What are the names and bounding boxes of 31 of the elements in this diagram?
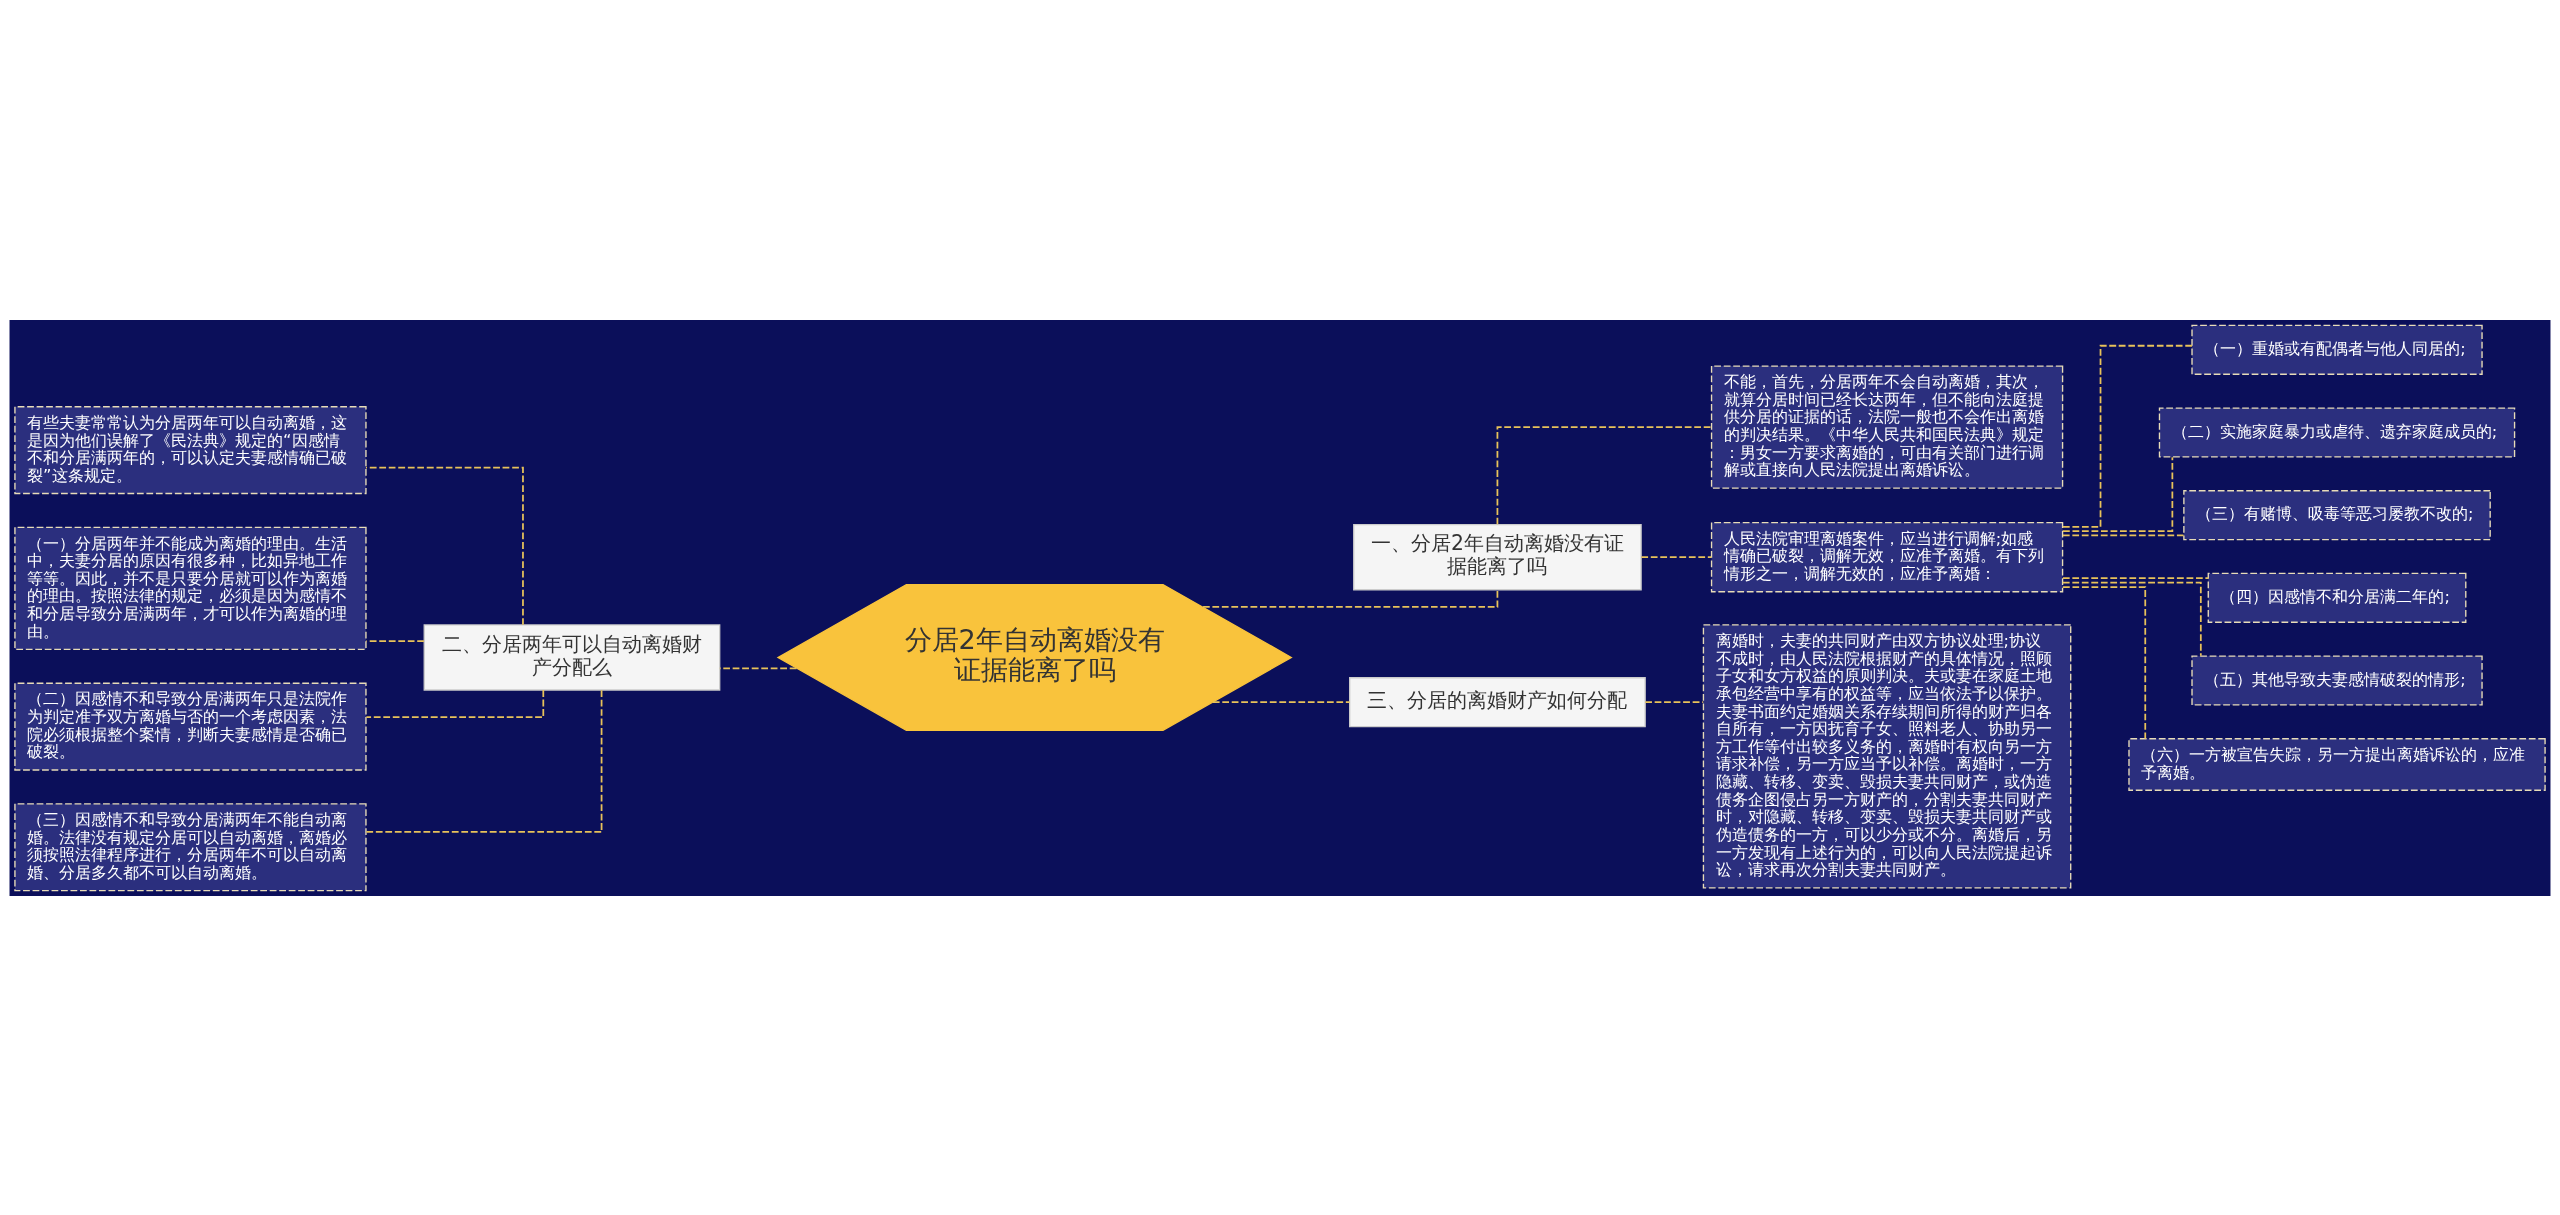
- connector: [2062, 456, 2174, 532]
- connector: [365, 688, 603, 833]
- connector: [1644, 700, 1705, 703]
- connector: [365, 466, 524, 626]
- connector: [1202, 588, 1499, 608]
- node-box: （四）因感情不和分居满二年的;: [2207, 572, 2467, 623]
- connector: [1640, 555, 1713, 558]
- node-box: 一、分居2年自动离婚没有证据能离了吗: [1353, 523, 1642, 590]
- node-box: 人民法院审理离婚案件，应当进行调解;如感情确已破裂，调解无效，应准予离婚。有下列情形之一，调解无效的，应准予离婚：: [1710, 521, 2064, 592]
- connector: [2062, 344, 2193, 528]
- node-box: （三）有赌博、吸毒等恶习屡教不改的;: [2183, 489, 2491, 540]
- node-box: （六）一方被宣告失踪，另一方提出离婚诉讼的，应准予离婚。: [2128, 737, 2546, 791]
- connector: [1496, 425, 1712, 525]
- connector: [365, 639, 425, 642]
- connector: [2061, 581, 2202, 657]
- connector: [2062, 576, 2210, 579]
- node-box: （二）实施家庭暴力或虐待、遗弃家庭成员的;: [2158, 406, 2516, 458]
- connector: [718, 666, 798, 669]
- node-box: （三）因感情不和导致分居满两年不能自动离婚。法律没有规定分居可以自动离婚，离婚必须按照法律程序进行，分居两年不可以自动离婚、分居多久都不可以自动离婚。: [14, 802, 367, 891]
- node-box: 不能，首先，分居两年不会自动离婚，其次，就算分居时间已经长达两年，但不能向法庭提供分居的证据的话，法院一般也不会作出离婚的判决结果。《中华人民共和国民法典》规定：男女一方要求离婚的，可由有关部门进行调解或直接向人民法院提出离婚诉讼。: [1710, 364, 2064, 489]
- node-box: 离婚时，夫妻的共同财产由双方协议处理;协议不成时，由人民法院根据财产的具体情况，照顾子女和女方权益的原则判决。夫或妻在家庭土地承包经营中享有的权益等，应当依法予以保护。夫妻书面约定婚姻关系存续期间所得的财产归各自所有，一方因抚育子女、照料老人、协助另一方工作等付出较多义务的，离婚时有权向另一方请求补偿，另一方应当予以补偿。离婚时，一方隐藏、转移、变卖、毁损夫妻共同财产，或伪造债务企图侵占另一方财产的，分割夫妻共同财产时，对隐藏、转移、变卖、毁损夫妻共同财产或伪造债务的一方，可以少分或不分。离婚后，另一方发现有上述行为的，可以向人民法院提起诉讼，请求再次分割夫妻共同财产。: [1702, 623, 2072, 889]
- node-box: （二）因感情不和导致分居满两年只是法院作为判定准予双方离婚与否的一个考虑因素，法院必须根据整个案情，判断夫妻感情是否确已破裂。: [14, 682, 367, 771]
- node-box: 三、分居的离婚财产如何分配: [1349, 676, 1646, 727]
- node-box: 有些夫妻常常认为分居两年可以自动离婚，这是因为他们误解了《民法典》规定的“因感情不和分居满两年的，可以认定夫妻感情确已破裂”这条规定。: [14, 405, 367, 494]
- node-box: 二、分居两年可以自动离婚财产分配么: [423, 623, 721, 691]
- connector: [2062, 585, 2147, 740]
- node-box: （一）重婚或有配偶者与他人同居的;: [2191, 324, 2483, 375]
- node-box: （五）其他导致夫妻感情破裂的情形;: [2191, 654, 2483, 706]
- node-box: （一）分居两年并不能成为离婚的理由。生活中，夫妻分居的原因有很多种，比如异地工作等等。因此，并不是只要分居就可以作为离婚的理由。按照法律的规定，必须是因为感情不和分居导致分居满两年，才可以作为离婚的理由。: [14, 526, 367, 650]
- connector: [1212, 700, 1351, 703]
- connector: [2062, 533, 2185, 536]
